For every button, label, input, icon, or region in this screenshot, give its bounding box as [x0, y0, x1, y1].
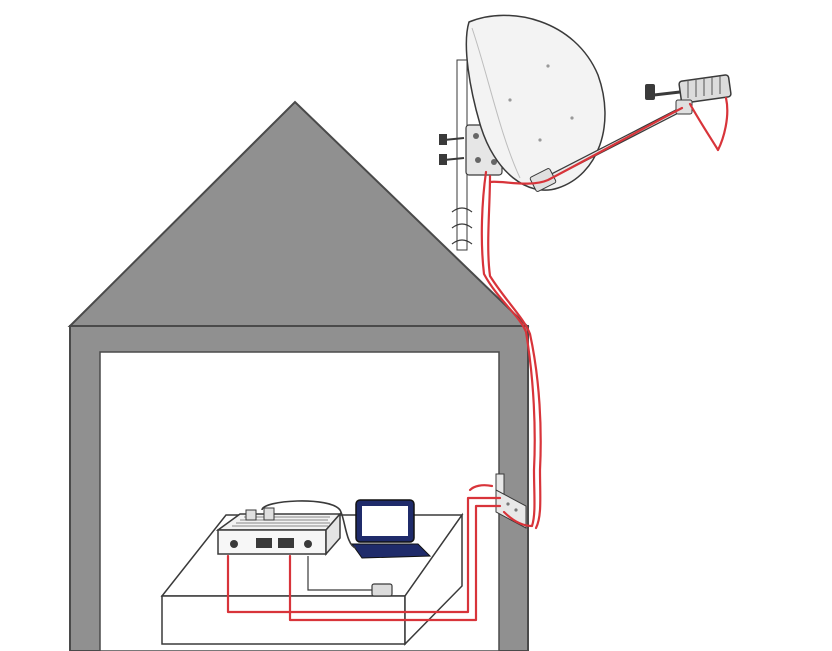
power-adapter: [307, 556, 393, 597]
coax-cables: [226, 96, 729, 622]
lnb-converter-icon: [678, 74, 732, 104]
modem-top: [215, 513, 342, 531]
bolt-icon: [439, 134, 465, 165]
laptop: [351, 499, 432, 559]
laptop-keyboard: [351, 543, 432, 559]
wall-feedthrough: [495, 473, 527, 529]
dish-reflector: [465, 14, 606, 191]
house: [67, 100, 530, 651]
modem: [215, 507, 342, 556]
ethernet-cable: [261, 500, 357, 549]
lnb: [645, 74, 732, 115]
power-adapter-icon: [371, 583, 393, 597]
